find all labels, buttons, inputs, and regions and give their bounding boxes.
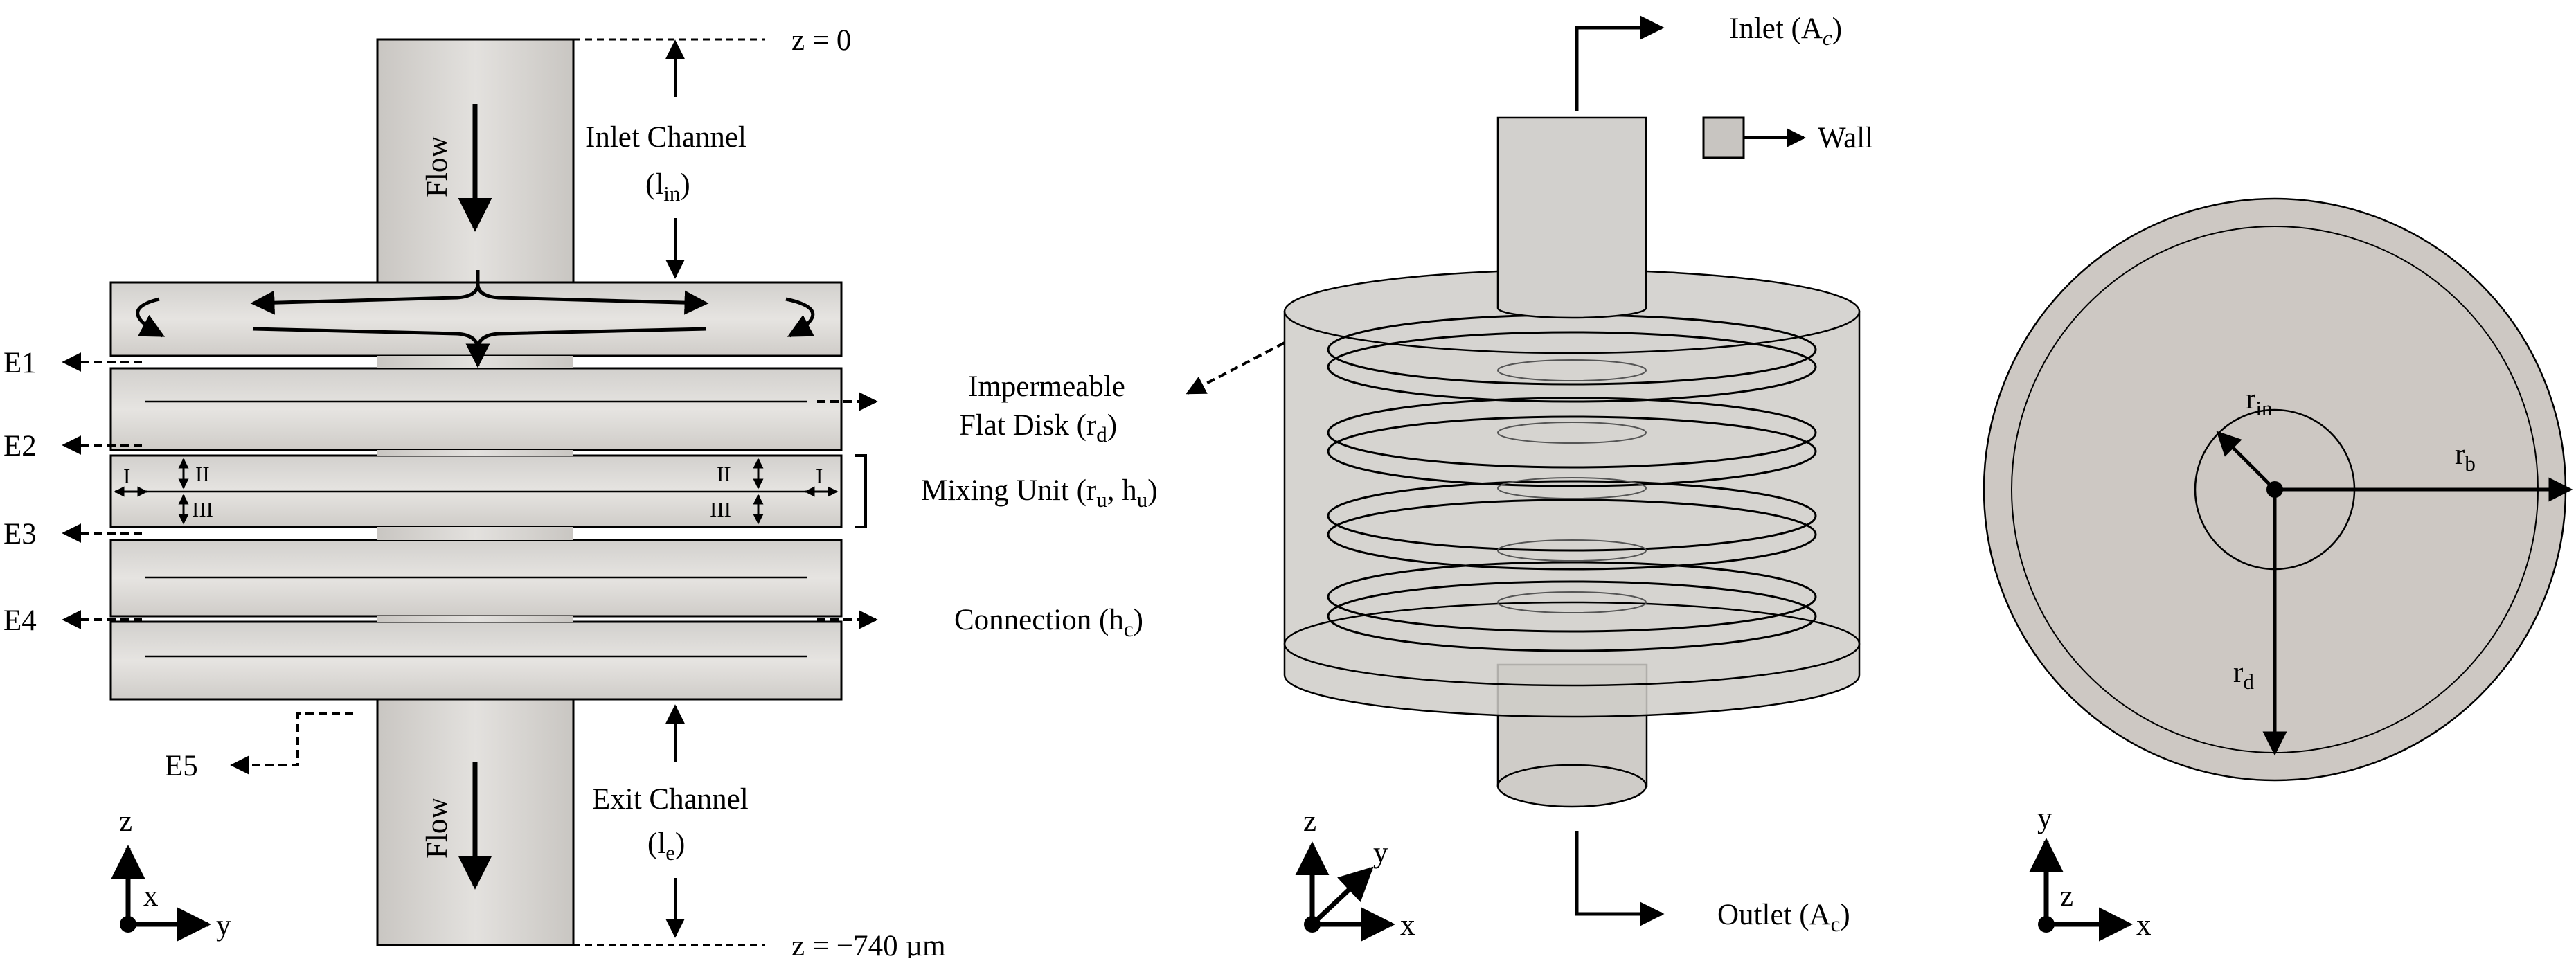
disk-stack-cylinder: [1283, 310, 1861, 718]
isometric-view-panel: Inlet (Ac) Outlet (Ac) Wall z y x: [1186, 12, 1873, 942]
exit-e1-label: E1: [3, 347, 37, 379]
axis-x-label: x: [1400, 909, 1415, 942]
flow-label-bottom: Flow: [421, 798, 454, 859]
disk-layer-2: [109, 367, 843, 451]
mixing-unit-bracket: [855, 454, 867, 528]
flow-label-top: Flow: [421, 136, 454, 197]
region-markers: [114, 458, 839, 525]
side-view-panel: Flow Flow z = 0 z = −740 µm Inlet Channe…: [3, 24, 1158, 961]
axis-y-label: y: [2037, 802, 2052, 834]
axis-triad-right: y x z: [2029, 802, 2152, 942]
region-ii-right: II: [717, 462, 731, 486]
connection-label: Connection (hc): [954, 604, 1143, 641]
region-i-left: I: [123, 464, 130, 488]
region-iii-left: III: [192, 497, 213, 521]
disk-label-line1: Impermeable: [968, 370, 1125, 403]
axis-triad-left: z y x: [111, 805, 231, 942]
inlet-arrow: [1575, 15, 1665, 111]
axis-x-label: x: [143, 880, 159, 913]
axis-x-label: x: [2136, 909, 2152, 942]
r-b-label: rb: [2455, 438, 2476, 476]
bottom-disk-layer: [109, 620, 843, 701]
axis-z-label: z: [119, 805, 132, 838]
exit-e2-label: E2: [3, 430, 37, 462]
inlet-length-label: (lin): [645, 168, 690, 206]
exit-length-label: (le): [647, 827, 685, 865]
exit-channel-label: Exit Channel: [592, 783, 749, 816]
axis-y-label: y: [216, 909, 231, 942]
outlet-label: Outlet (Ac): [1717, 899, 1850, 936]
outlet-arrow: [1575, 831, 1665, 926]
region-ii-left: II: [195, 462, 210, 486]
wall-legend-swatch: [1702, 116, 1745, 159]
region-i-right: I: [816, 464, 823, 488]
axis-triad-middle: z y x: [1295, 805, 1415, 942]
inlet-label: Inlet (Ac): [1729, 12, 1842, 50]
inlet-channel-label: Inlet Channel: [585, 121, 746, 154]
r-d-label: rd: [2233, 656, 2254, 694]
exit-e4-label: E4: [3, 604, 37, 637]
disk-label-line2: Flat Disk (rd): [959, 409, 1117, 447]
axis-y-label: y: [1373, 836, 1388, 869]
exit-markers: [62, 352, 878, 775]
z-top-label: z = 0: [791, 24, 851, 57]
exit-e3-label: E3: [3, 518, 37, 550]
r-in-label: rin: [2246, 383, 2273, 420]
exit-e5-label: E5: [165, 750, 198, 782]
region-iii-right: III: [710, 497, 731, 521]
top-view-panel: rin rb rd y x z: [1983, 197, 2573, 942]
radius-rin-arrow: [2216, 431, 2276, 491]
wall-label: Wall: [1818, 122, 1873, 154]
flow-distribution-arrows: [136, 270, 815, 368]
z-bottom-label: z = −740 µm: [791, 930, 946, 958]
axis-z-label: z: [2060, 880, 2073, 913]
axis-z-label: z: [1303, 805, 1316, 838]
inlet-pipe: [1496, 116, 1647, 319]
mixing-unit-label: Mixing Unit (ru, hu): [921, 474, 1158, 512]
